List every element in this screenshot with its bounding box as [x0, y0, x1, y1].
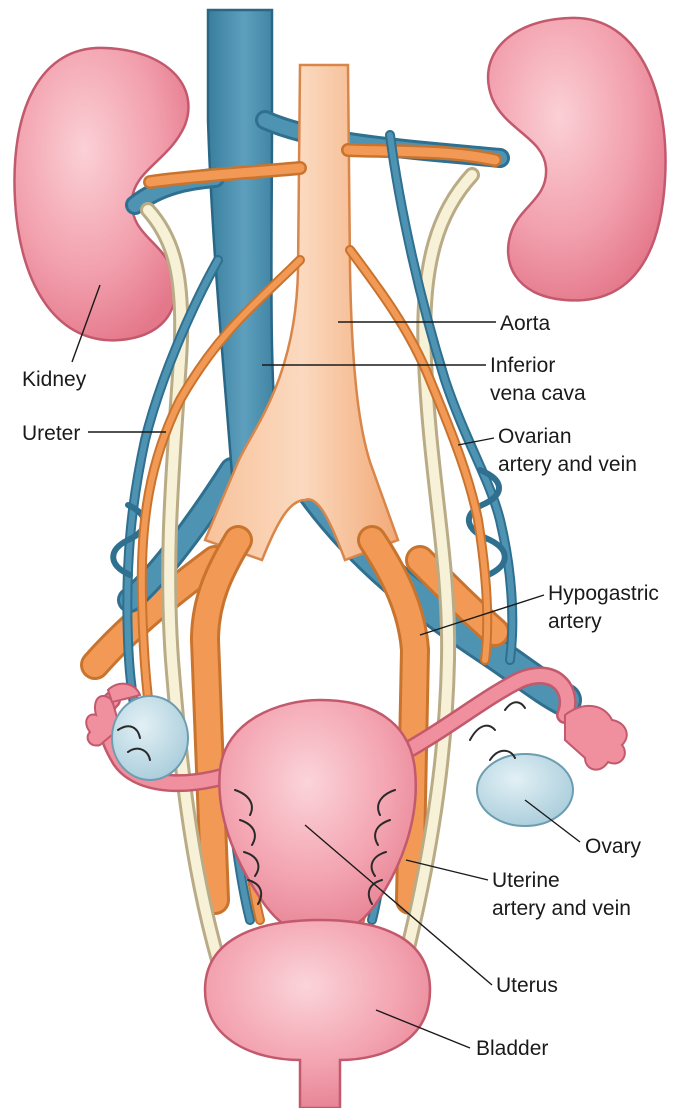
label-aorta: Aorta — [500, 312, 551, 335]
label-ivc-line1: Inferior — [490, 354, 555, 377]
label-ureter: Ureter — [22, 422, 80, 445]
label-hypogastric-line2: artery — [548, 610, 602, 633]
label-ovary: Ovary — [585, 835, 642, 858]
label-ovarian-line2: artery and vein — [498, 453, 637, 476]
right-kidney — [488, 18, 665, 300]
label-kidney: Kidney — [22, 368, 87, 391]
label-bladder: Bladder — [476, 1037, 548, 1060]
right-ovary — [477, 754, 573, 826]
left-ovary — [112, 696, 188, 780]
right-fimbriae — [565, 706, 627, 770]
bladder — [205, 920, 430, 1108]
label-uterus: Uterus — [496, 974, 558, 997]
label-hypogastric-line1: Hypogastric — [548, 582, 659, 605]
label-ovarian-line1: Ovarian — [498, 425, 572, 448]
label-uterine-line2: artery and vein — [492, 897, 631, 920]
label-uterine-line1: Uterine — [492, 869, 560, 892]
label-ivc-line2: vena cava — [490, 382, 586, 405]
